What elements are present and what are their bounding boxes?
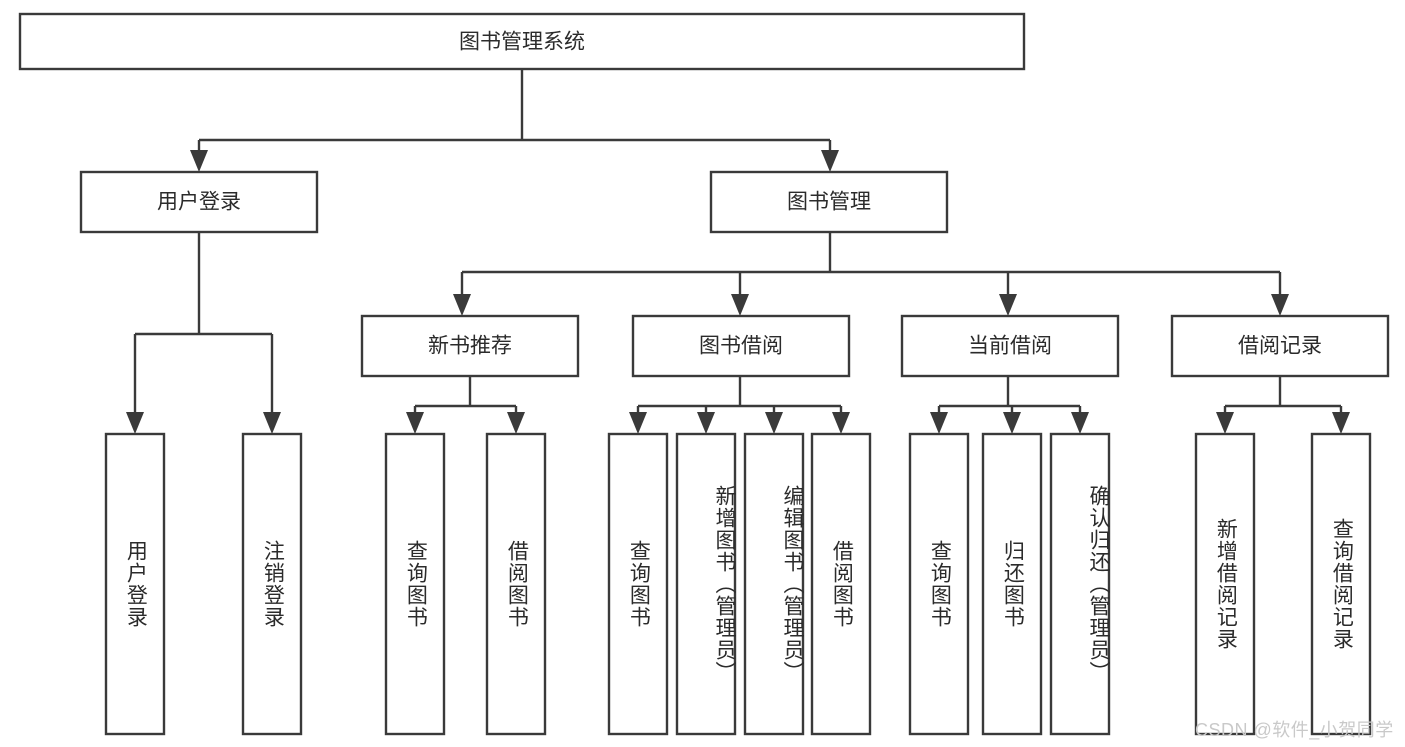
connector-group-new-book-recommend — [406, 376, 525, 434]
arrow-to-leaf-return-book — [1003, 412, 1021, 434]
node-label-root: 图书管理系统 — [459, 31, 585, 54]
node-box-leaf-edit-book[interactable] — [743, 432, 805, 736]
arrow-to-borrow-record — [1271, 294, 1289, 316]
node-box-leaf-borrow-book-1[interactable] — [485, 432, 547, 736]
node-box-user-login[interactable] — [79, 170, 319, 234]
node-box-leaf-user-login[interactable] — [104, 432, 166, 736]
arrow-to-book-manage — [821, 150, 839, 172]
connector-group-book-manage — [453, 232, 1289, 316]
node-box-book-manage[interactable] — [709, 170, 949, 234]
node-box-book-borrow[interactable] — [631, 314, 851, 378]
arrow-to-user-login — [190, 150, 208, 172]
node-label-book-borrow: 图书借阅 — [699, 335, 783, 358]
arrow-to-leaf-user-logout — [263, 412, 281, 434]
arrow-to-leaf-query-book-3 — [930, 412, 948, 434]
arrow-to-leaf-query-book-1 — [406, 412, 424, 434]
node-box-leaf-query-book-3[interactable] — [908, 432, 970, 736]
arrow-to-leaf-query-record — [1332, 412, 1350, 434]
node-box-leaf-user-logout[interactable] — [241, 432, 303, 736]
arrow-to-book-borrow — [731, 294, 749, 316]
node-new-book-recommend[interactable]: 新书推荐 — [360, 314, 580, 378]
node-current-borrow[interactable]: 当前借阅 — [900, 314, 1120, 378]
node-box-current-borrow[interactable] — [900, 314, 1120, 378]
arrow-to-leaf-edit-book — [765, 412, 783, 434]
arrow-to-leaf-borrow-book-2 — [832, 412, 850, 434]
node-box-leaf-confirm-return[interactable] — [1049, 432, 1111, 736]
node-box-borrow-record[interactable] — [1170, 314, 1390, 378]
node-label-borrow-record: 借阅记录 — [1238, 335, 1322, 358]
node-box-root[interactable] — [18, 12, 1026, 71]
node-book-manage[interactable]: 图书管理 — [709, 170, 949, 234]
arrow-to-leaf-query-book-2 — [629, 412, 647, 434]
arrow-to-leaf-user-login — [126, 412, 144, 434]
node-box-leaf-query-record[interactable] — [1310, 432, 1372, 736]
node-box-leaf-add-record[interactable] — [1194, 432, 1256, 736]
node-label-current-borrow: 当前借阅 — [968, 335, 1052, 358]
connector-group-borrow-record — [1216, 376, 1350, 434]
arrow-to-leaf-confirm-return — [1071, 412, 1089, 434]
arrow-to-new-book-recommend — [453, 294, 471, 316]
leaf-boxes — [104, 432, 1372, 736]
node-box-leaf-add-book[interactable] — [675, 432, 737, 736]
node-box-new-book-recommend[interactable] — [360, 314, 580, 378]
connector-group-current-borrow — [930, 376, 1089, 434]
node-box-leaf-return-book[interactable] — [981, 432, 1043, 736]
node-label-user-login: 用户登录 — [157, 191, 241, 214]
node-borrow-record[interactable]: 借阅记录 — [1170, 314, 1390, 378]
node-user-login[interactable]: 用户登录 — [79, 170, 319, 234]
node-box-leaf-query-book-1[interactable] — [384, 432, 446, 736]
arrow-to-leaf-borrow-book-1 — [507, 412, 525, 434]
arrow-to-leaf-add-book — [697, 412, 715, 434]
arrow-to-leaf-add-record — [1216, 412, 1234, 434]
node-book-borrow[interactable]: 图书借阅 — [631, 314, 851, 378]
arrow-to-current-borrow — [999, 294, 1017, 316]
node-box-leaf-borrow-book-2[interactable] — [810, 432, 872, 736]
connector-group-root — [190, 69, 839, 172]
connector-group-user-login — [126, 232, 281, 434]
csdn-watermark: CSDN @软件_小贺同学 — [1195, 720, 1394, 740]
node-label-new-book-recommend: 新书推荐 — [428, 335, 512, 358]
connector-group-book-borrow — [629, 376, 850, 434]
node-root[interactable]: 图书管理系统 — [18, 12, 1026, 71]
node-box-leaf-query-book-2[interactable] — [607, 432, 669, 736]
node-label-book-manage: 图书管理 — [787, 191, 871, 214]
